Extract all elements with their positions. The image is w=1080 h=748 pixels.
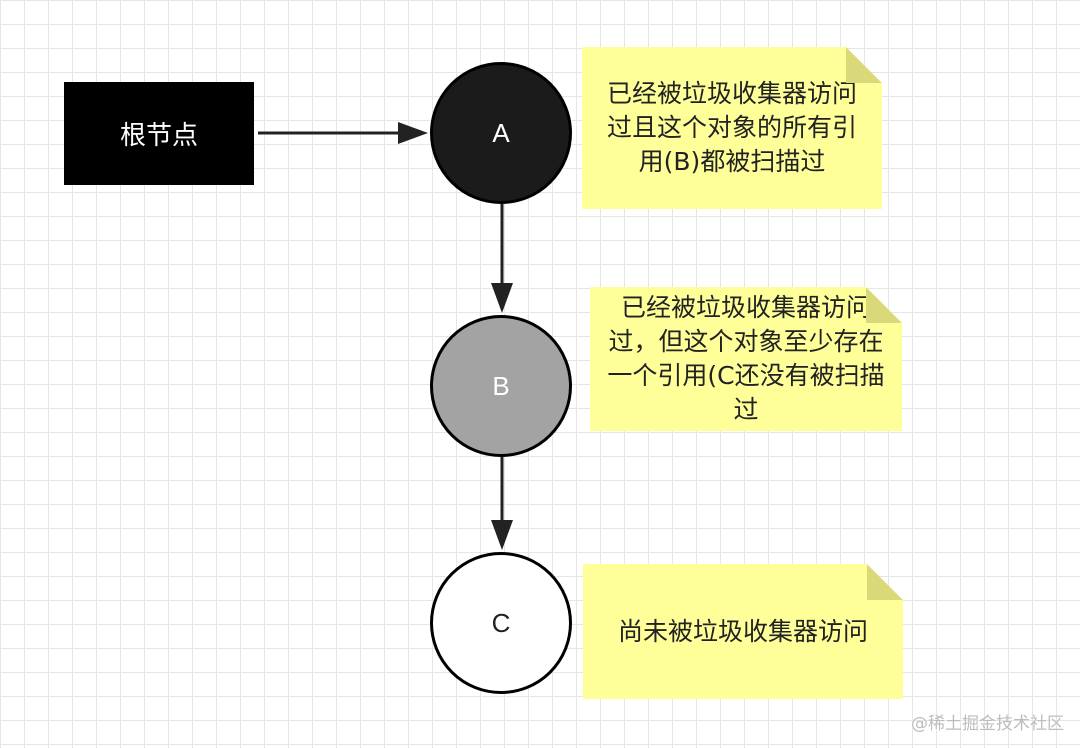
note-node-a: 已经被垃圾收集器访问过且这个对象的所有引用(B)都被扫描过 (582, 47, 882, 209)
note-node-c: 尚未被垃圾收集器访问 (583, 564, 903, 699)
node-a-label: A (492, 117, 510, 148)
note-node-b: 已经被垃圾收集器访问过，但这个对象至少存在一个引用(C还没有被扫描过 (590, 287, 902, 431)
note-node-b-text: 已经被垃圾收集器访问过，但这个对象至少存在一个引用(C还没有被扫描过 (607, 293, 885, 424)
root-node-label: 根节点 (119, 121, 198, 151)
node-c: C (430, 552, 572, 694)
node-b-label: B (492, 370, 510, 401)
node-c-label: C (491, 607, 511, 638)
note-node-a-text: 已经被垃圾收集器访问过且这个对象的所有引用(B)都被扫描过 (606, 79, 857, 176)
node-a: A (430, 62, 572, 204)
note-node-c-text: 尚未被垃圾收集器访问 (617, 616, 868, 646)
node-b: B (430, 315, 572, 457)
edge-root-to-a (258, 122, 428, 144)
edge-b-to-c (491, 457, 513, 550)
root-node: 根节点 (64, 82, 254, 185)
edge-a-to-b (491, 204, 513, 313)
watermark: @稀土掘金技术社区 (911, 714, 1064, 734)
